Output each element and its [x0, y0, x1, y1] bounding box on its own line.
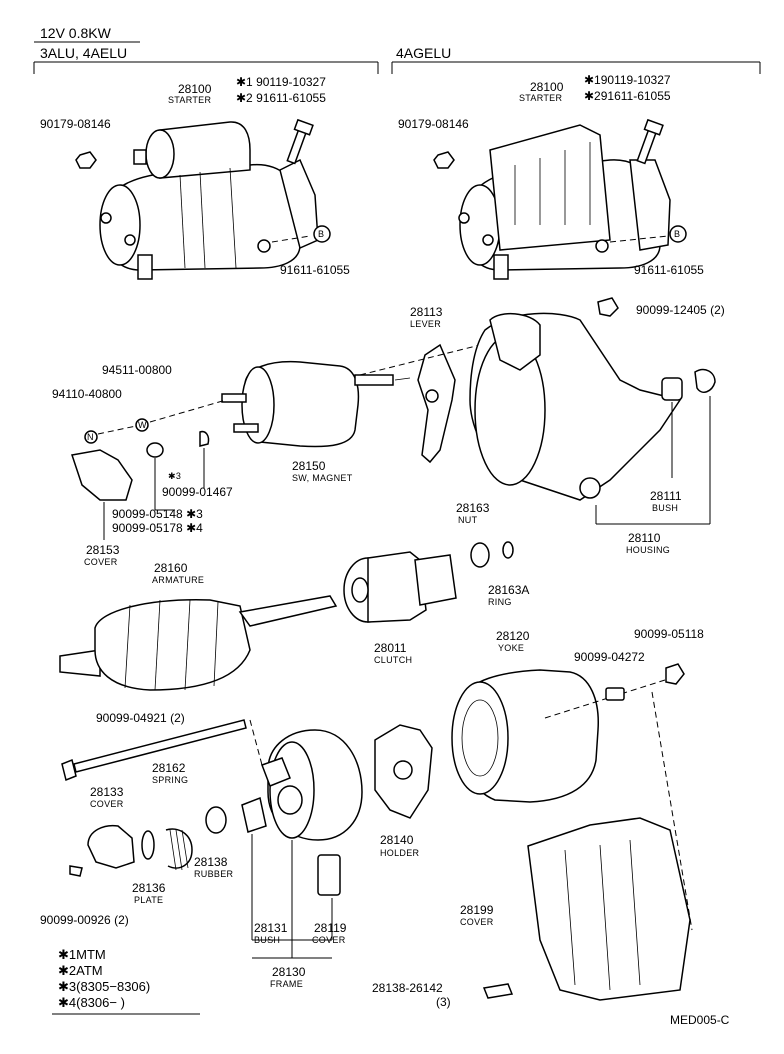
label-bush11-num: 28111 — [650, 489, 682, 503]
label-cover53-name: COVER — [84, 557, 118, 567]
label-clutch-num: 28011 — [374, 641, 407, 655]
label-bolt1-left: ✱1 90119-10327 — [236, 75, 326, 89]
header-brackets — [33, 41, 761, 74]
label-cover19-name: COVER — [312, 935, 346, 945]
label-bolt1-right: ✱190119-10327 — [584, 73, 671, 87]
clutch — [343, 551, 457, 623]
label-cover33-num: 28133 — [90, 785, 124, 799]
label-ring-num: 28163A — [488, 583, 530, 597]
label-arm-num: 28160 — [154, 561, 188, 575]
label-04921: 90099-04921 (2) — [96, 711, 185, 725]
label-washer: 94511-00800 — [102, 363, 172, 377]
label-swmag-num: 28150 — [292, 459, 326, 473]
label-05148: 90099-05148 ✱3 — [112, 507, 203, 521]
label-rubber-num: 28138 — [194, 855, 228, 869]
starter-assembly-left — [75, 118, 331, 280]
group-right-label: 4AGELU — [396, 45, 452, 61]
starter-assembly-right — [433, 118, 687, 280]
switch-magnet — [221, 360, 411, 448]
label-holder-num: 28140 — [380, 833, 414, 847]
spec-label: 12V 0.8KW — [40, 25, 111, 41]
label-cover53-num: 28153 — [86, 543, 120, 557]
group-left-label: 3ALU, 4AELU — [40, 45, 128, 61]
label-starter-left-name: STARTER — [168, 95, 212, 105]
label-cover33-name: COVER — [90, 799, 124, 809]
lever-guide-line — [359, 319, 581, 376]
label-nut-n: 94110-40800 — [52, 387, 122, 401]
label-housing-name: HOUSING — [626, 545, 671, 555]
label-b-bolt-right: 91611-61055 — [634, 263, 704, 277]
label-05118: 90099-05118 — [634, 627, 704, 641]
label-01467: 90099-01467 — [162, 485, 233, 499]
legend-item-3: ✱3(8305−8306) — [58, 979, 151, 994]
label-ref-code: MED005-C — [670, 1013, 730, 1027]
label-spring-name: SPRING — [152, 775, 189, 785]
label-star3: ✱3 — [168, 471, 182, 481]
label-cover19-num: 28119 — [314, 921, 347, 935]
nut-ring-28163 — [470, 541, 514, 568]
label-ring-name: RING — [488, 597, 512, 607]
label-clutch-name: CLUTCH — [374, 655, 413, 665]
label-26142-qty: (3) — [436, 995, 451, 1009]
legend-item-2: ✱2ATM — [58, 963, 103, 978]
label-nut-left: 90179-08146 — [40, 117, 111, 131]
small-hardware — [71, 399, 227, 540]
frame — [249, 719, 363, 958]
legend-item-4: ✱4(8306− ) — [58, 995, 125, 1010]
label-plate-num: 28136 — [132, 881, 166, 895]
label-frame-name: FRAME — [270, 979, 303, 989]
armature — [59, 595, 338, 691]
label-00926: 90099-00926 (2) — [40, 913, 129, 927]
label-bush11-name: BUSH — [652, 503, 679, 513]
label-starter-left-num: 28100 — [178, 82, 212, 96]
label-frame-num: 28130 — [272, 965, 306, 979]
label-spring-num: 28162 — [152, 761, 186, 775]
label-bolt2-right: ✱291611-61055 — [584, 89, 671, 103]
label-swmag-name: SW, MAGNET — [292, 473, 353, 483]
brush-holder — [374, 724, 433, 819]
rear-cover-parts — [69, 796, 341, 959]
label-housing-nut: 90099-12405 (2) — [636, 303, 725, 317]
label-rubber-name: RUBBER — [194, 869, 234, 879]
label-cover99-num: 28199 — [460, 903, 494, 917]
label-starter-right-num: 28100 — [530, 80, 564, 94]
label-lever-num: 28113 — [410, 305, 443, 319]
label-holder-name: HOLDER — [380, 848, 420, 858]
circle-b-left: B — [318, 229, 325, 239]
label-lever-name: LEVER — [410, 319, 442, 329]
label-b-bolt-left: 91611-61055 — [280, 263, 350, 277]
label-04272: 90099-04272 — [574, 650, 645, 664]
label-bush31-name: BUSH — [254, 935, 281, 945]
housing — [469, 297, 716, 525]
label-bolt2-left: ✱2 91611-61055 — [236, 91, 326, 105]
label-05178: 90099-05178 ✱4 — [112, 521, 203, 535]
label-nut-right: 90179-08146 — [398, 117, 469, 131]
circle-b-right: B — [674, 229, 681, 239]
label-bush31-num: 28131 — [254, 921, 288, 935]
side-cover — [482, 817, 691, 1001]
label-arm-name: ARMATURE — [152, 575, 205, 585]
label-nut63-name: NUT — [458, 515, 478, 525]
legend-item-1: ✱1MTM — [58, 947, 106, 962]
circle-w: W — [138, 420, 147, 430]
label-cover99-name: COVER — [460, 917, 494, 927]
lever — [417, 343, 456, 464]
label-starter-right-name: STARTER — [519, 93, 563, 103]
label-housing-num: 28110 — [628, 531, 661, 545]
label-yoke-name: YOKE — [498, 643, 525, 653]
label-yoke-num: 28120 — [496, 629, 530, 643]
label-26142: 28138-26142 — [372, 981, 443, 995]
label-plate-name: PLATE — [134, 895, 164, 905]
circle-n: N — [87, 432, 94, 442]
yoke — [451, 663, 693, 931]
label-nut63-num: 28163 — [456, 501, 490, 515]
through-bolt — [61, 719, 247, 782]
